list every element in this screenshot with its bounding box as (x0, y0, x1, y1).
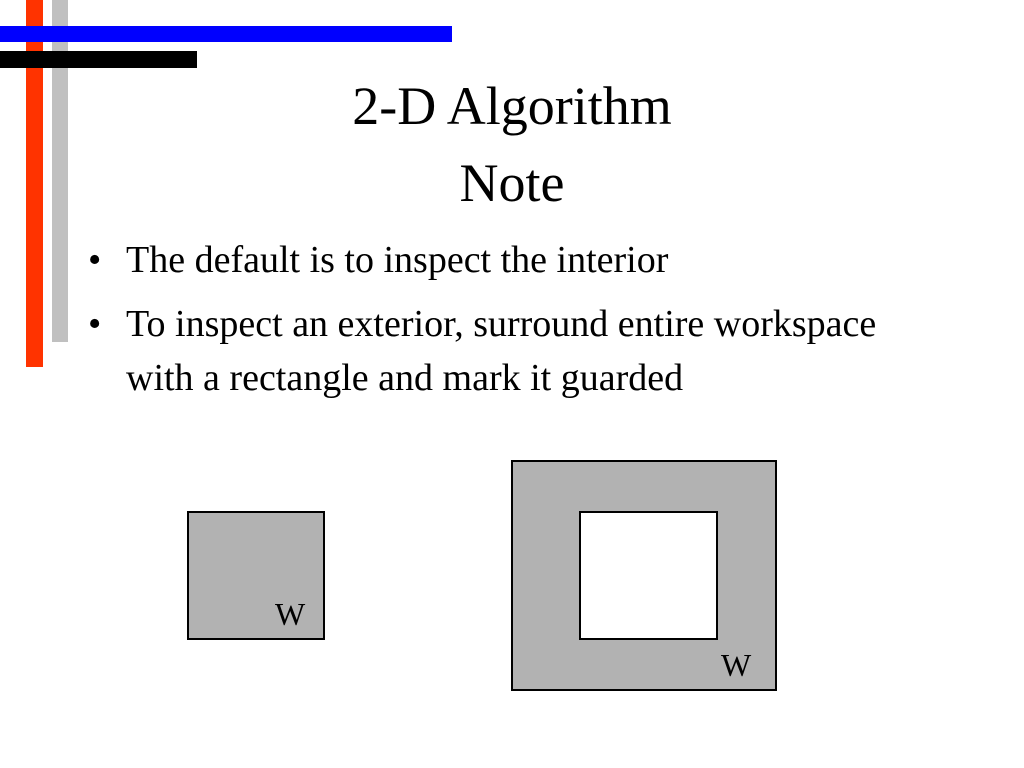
bullet-item: • To inspect an exterior, surround entir… (88, 297, 888, 405)
slide-title: 2-D Algorithm Note (0, 68, 1024, 222)
bullet-dot: • (88, 303, 102, 345)
interior-workspace-square (187, 511, 325, 640)
bullet-text: To inspect an exterior, surround entire … (126, 303, 877, 399)
bullet-text: The default is to inspect the interior (126, 239, 669, 281)
workspace-label-left: W (275, 596, 306, 632)
slide-title-line-2: Note (459, 153, 565, 213)
bullet-dot: • (88, 239, 102, 281)
slide-title-line-1: 2-D Algorithm (352, 76, 672, 136)
decorative-black-horizontal-bar (0, 51, 197, 68)
decorative-red-vertical-bar (26, 0, 43, 367)
workspace-label-right: W (721, 647, 752, 683)
decorative-gray-vertical-bar (52, 0, 68, 342)
bullet-list: • The default is to inspect the interior… (88, 233, 888, 415)
exterior-workspace-hole (579, 511, 718, 640)
bullet-item: • The default is to inspect the interior (88, 233, 888, 287)
decorative-blue-horizontal-bar (0, 26, 452, 42)
